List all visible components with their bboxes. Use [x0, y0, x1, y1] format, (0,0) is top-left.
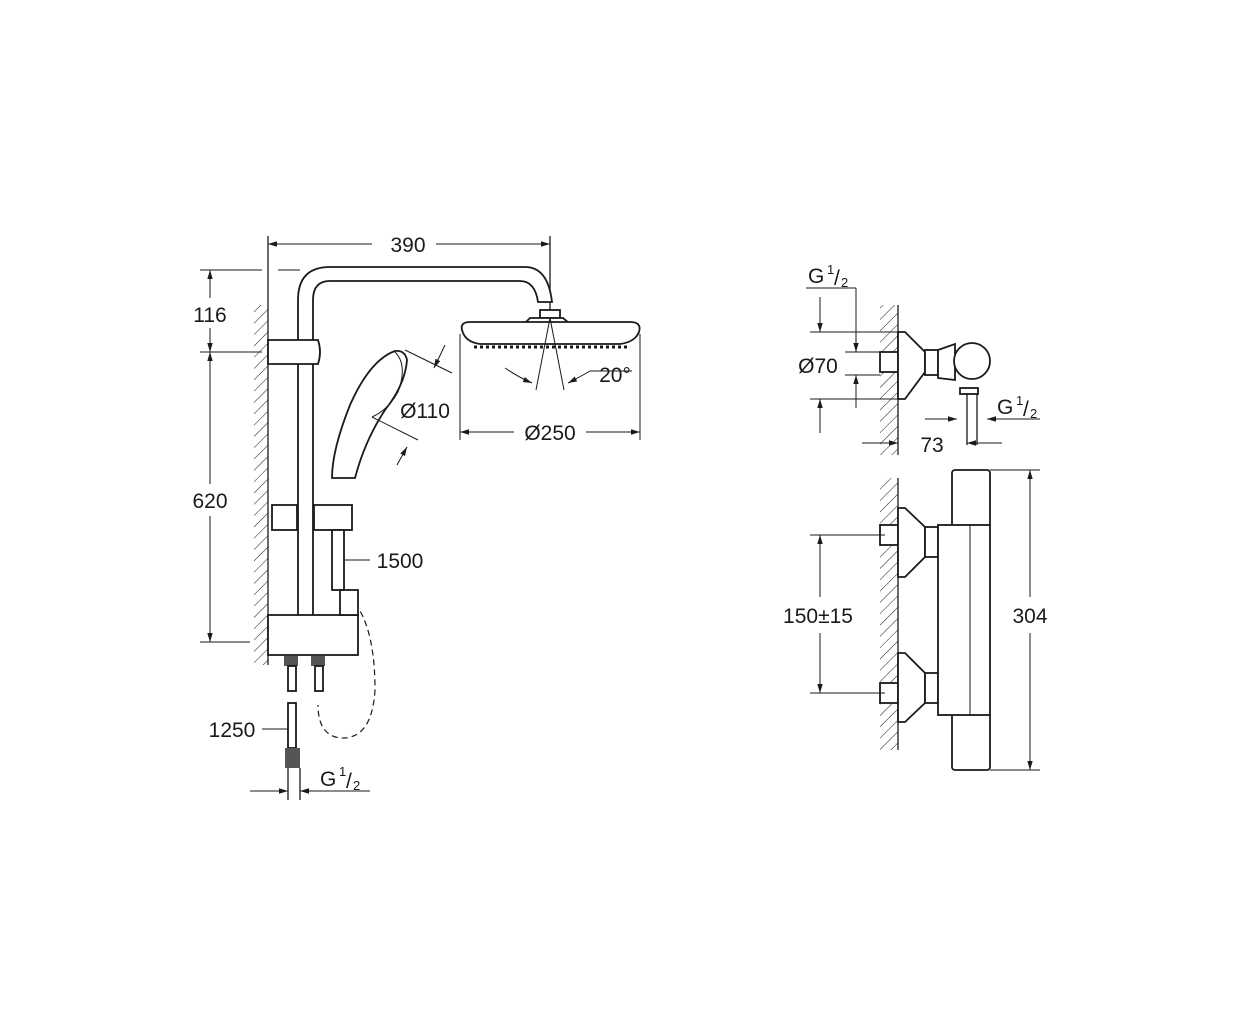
- diverter-body: [267, 614, 359, 656]
- thread-dimension: G 1 / 2: [320, 764, 360, 793]
- hose-length-dimension: 1500: [377, 550, 424, 573]
- svg-text:1: 1: [1016, 393, 1023, 408]
- hand-shower-diameter-dimension: Ø110: [400, 400, 450, 423]
- svg-text:1: 1: [339, 764, 346, 779]
- hose-nut: [285, 748, 300, 768]
- svg-text:/: /: [346, 770, 352, 793]
- shower-hose: [331, 529, 345, 591]
- thermostat-front-view: 150±15 304: [783, 469, 1048, 771]
- inlet-thread-dimension: G 1 / 2: [808, 262, 848, 290]
- shower-system-view: 390 116 620 20° Ø250 Ø110: [192, 234, 641, 800]
- supply-hose-length-dimension: 1250: [209, 719, 256, 742]
- svg-text:1: 1: [827, 262, 834, 277]
- svg-text:/: /: [1023, 398, 1029, 421]
- shower-arm: [297, 266, 554, 615]
- head-shower-diameter-dimension: Ø250: [524, 422, 575, 445]
- svg-text:/: /: [834, 267, 840, 290]
- escutcheon-diameter-dimension: Ø70: [798, 355, 838, 378]
- wall-hatch: [254, 305, 268, 665]
- svg-text:G: G: [808, 265, 824, 288]
- head-shower: 20° Ø250: [459, 309, 641, 445]
- svg-text:2: 2: [353, 778, 360, 793]
- tilt-angle-dimension: 20°: [599, 364, 631, 387]
- length-dimension: 304: [1012, 605, 1047, 628]
- outlet-thread-dimension: G 1 / 2: [997, 393, 1037, 421]
- svg-text:2: 2: [1030, 406, 1037, 421]
- thermostat-body: [937, 524, 991, 716]
- centers-dimension: 150±15: [783, 605, 853, 628]
- svg-text:G: G: [320, 768, 336, 791]
- slider: [271, 504, 298, 531]
- svg-text:G: G: [997, 396, 1013, 419]
- thermostat-side-view: G 1 / 2 Ø70 73 G 1 / 2: [798, 262, 1040, 457]
- depth-dimension: 73: [920, 434, 943, 457]
- width-dimension: 390: [390, 234, 425, 257]
- svg-text:2: 2: [841, 275, 848, 290]
- hand-shower: Ø110: [331, 344, 453, 479]
- rail-height-dimension: 620: [192, 490, 227, 513]
- arm-height-dimension: 116: [193, 304, 226, 327]
